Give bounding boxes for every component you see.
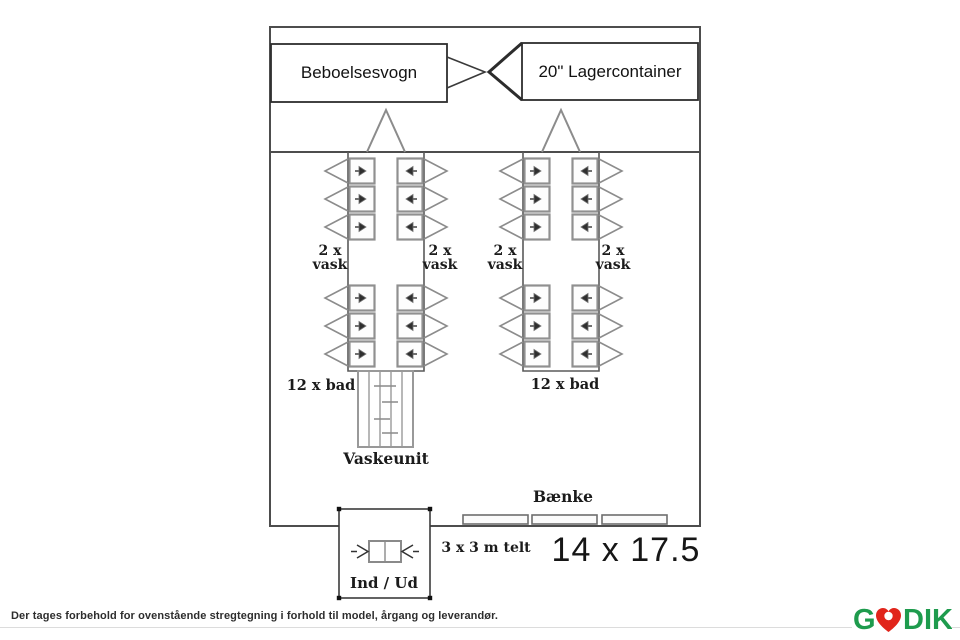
bench-3 bbox=[601, 514, 668, 525]
tent-peak-right-icon bbox=[541, 107, 581, 153]
sink-count-line2: vask bbox=[595, 256, 631, 273]
logo-text-before: G bbox=[853, 604, 876, 636]
storage-container-box bbox=[521, 42, 699, 101]
outer-boundary bbox=[269, 26, 701, 527]
bench-label: Bænke bbox=[532, 487, 594, 506]
tent-size-label: 3 x 3 m telt bbox=[441, 540, 531, 556]
residential-trailer-label: Beboelsesvogn bbox=[300, 63, 418, 82]
residential-trailer-box bbox=[270, 43, 448, 103]
sink-count-label: 2 x vask bbox=[418, 243, 462, 273]
wash-unit-box bbox=[357, 370, 414, 448]
sink-count-line1: 2 x bbox=[428, 243, 452, 259]
heart-inner-dot bbox=[884, 611, 893, 621]
bench-1 bbox=[462, 514, 529, 525]
storage-container-label: 20" Lagercontainer bbox=[538, 62, 682, 81]
connector-arrow-left-icon bbox=[486, 41, 523, 102]
godik-logo: G DIK bbox=[852, 599, 952, 637]
entrance-box bbox=[336, 506, 433, 601]
shower-group-right bbox=[498, 152, 624, 372]
entrance-door-icon bbox=[351, 540, 419, 563]
sink-count-line1: 2 x bbox=[493, 243, 517, 259]
area-dimensions-label: 14 x 17.5 bbox=[551, 531, 701, 569]
bench-2 bbox=[531, 514, 598, 525]
footer-disclaimer: Der tages forbehold for ovenstående stre… bbox=[11, 610, 499, 622]
bath-count-label: 12 x bad bbox=[530, 376, 600, 393]
logo-background bbox=[852, 599, 952, 637]
bath-count-label: 12 x bad bbox=[286, 377, 356, 394]
footer-divider bbox=[0, 627, 960, 628]
connector-arrow-right-icon bbox=[446, 56, 488, 89]
sink-count-line2: vask bbox=[312, 256, 348, 273]
sink-count-line2: vask bbox=[487, 256, 523, 273]
sink-count-label: 2 x vask bbox=[483, 243, 527, 273]
logo-text-after: DIK bbox=[903, 604, 952, 636]
heart-icon bbox=[876, 608, 901, 632]
tent-peak-left-icon bbox=[366, 107, 406, 153]
sink-count-line1: 2 x bbox=[601, 243, 625, 259]
sink-count-label: 2 x vask bbox=[308, 243, 352, 273]
sink-count-line2: vask bbox=[422, 256, 458, 273]
entrance-exit-label: Ind / Ud bbox=[350, 574, 418, 592]
wash-unit-label: Vaskeunit bbox=[343, 449, 429, 468]
sink-count-label: 2 x vask bbox=[591, 243, 635, 273]
sink-count-line1: 2 x bbox=[318, 243, 342, 259]
